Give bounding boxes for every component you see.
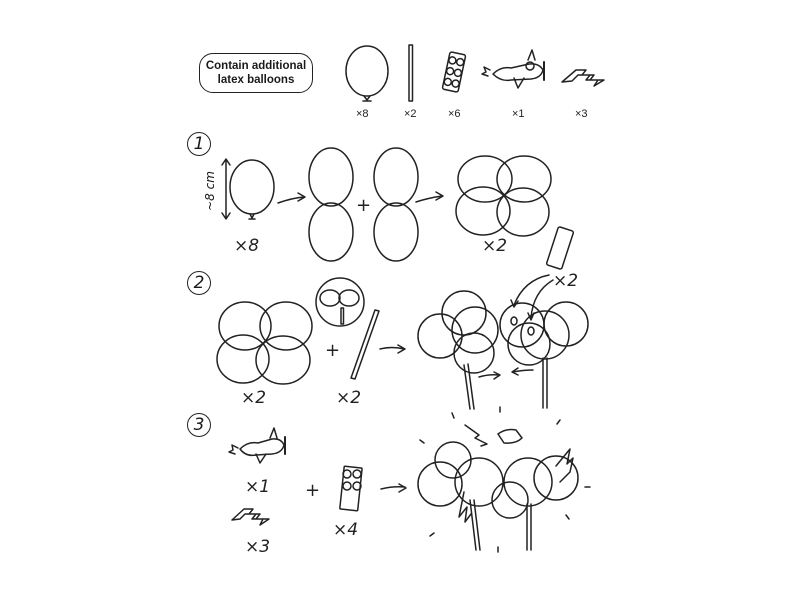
step3-airplane-qty: ×1: [245, 477, 271, 497]
size-arrow: [221, 158, 231, 220]
glue-dots-icon: [441, 51, 467, 93]
step2-stick: [350, 309, 380, 380]
step3-glue-qty: ×4: [333, 520, 359, 540]
balloon-icon: [345, 45, 389, 102]
balloon-tree-right: [499, 301, 589, 409]
plus-sign: +: [356, 195, 372, 216]
lightning-icon: [561, 69, 605, 87]
size-label: ~8 cm: [202, 171, 217, 211]
part-qty-airplane: ×1: [512, 108, 525, 120]
step-number-text: 2: [193, 273, 205, 293]
glue-dots-icon: [339, 465, 363, 512]
step1-single-balloon: [229, 159, 275, 220]
note-text: Contain additional latex balloons: [205, 60, 307, 86]
balloon-pair-right: [373, 147, 419, 262]
four-balloon-cluster-1: [455, 155, 552, 237]
airplane-icon: [481, 49, 545, 89]
step-number-3: 3: [187, 413, 211, 437]
plus-sign: +: [325, 340, 341, 361]
step2-stick-qty: ×2: [336, 388, 362, 408]
curved-arrow: [527, 279, 554, 321]
part-qty-balloon: ×8: [356, 108, 369, 120]
lightning-icon: [231, 508, 270, 526]
step-number-text: 3: [193, 415, 205, 435]
step1-balloon-qty: ×8: [234, 236, 260, 256]
step-number-1: 1: [187, 132, 211, 156]
step2-cluster-qty: ×2: [241, 388, 267, 408]
balloon-tree-left: [417, 290, 499, 410]
step-number-2: 2: [187, 271, 211, 295]
glue-dots-icon: [545, 226, 575, 270]
plus-sign: +: [305, 480, 321, 501]
detail-magnifier: [315, 277, 365, 327]
arrow-join: [511, 367, 534, 376]
balloon-pair-left: [308, 147, 354, 262]
four-balloon-cluster-2: [216, 301, 313, 385]
part-qty-glue: ×6: [448, 108, 461, 120]
step1-result-qty: ×2: [482, 236, 508, 256]
airplane-icon: [228, 427, 286, 464]
arrow-right: [380, 483, 407, 493]
arrow-right: [415, 191, 444, 203]
stick-icon: [408, 44, 414, 102]
arrow-right: [277, 192, 306, 204]
part-qty-lightning: ×3: [575, 108, 588, 120]
step2-glue-qty: ×2: [553, 271, 579, 291]
curved-arrow: [510, 274, 550, 308]
step-number-text: 1: [193, 134, 205, 154]
arrow-right: [379, 344, 406, 354]
arrow-join: [478, 371, 501, 380]
additional-balloons-note: Contain additional latex balloons: [199, 53, 313, 93]
step3-lightning-qty: ×3: [245, 537, 271, 557]
part-qty-stick: ×2: [404, 108, 417, 120]
finished-balloon-topper: [417, 406, 591, 553]
